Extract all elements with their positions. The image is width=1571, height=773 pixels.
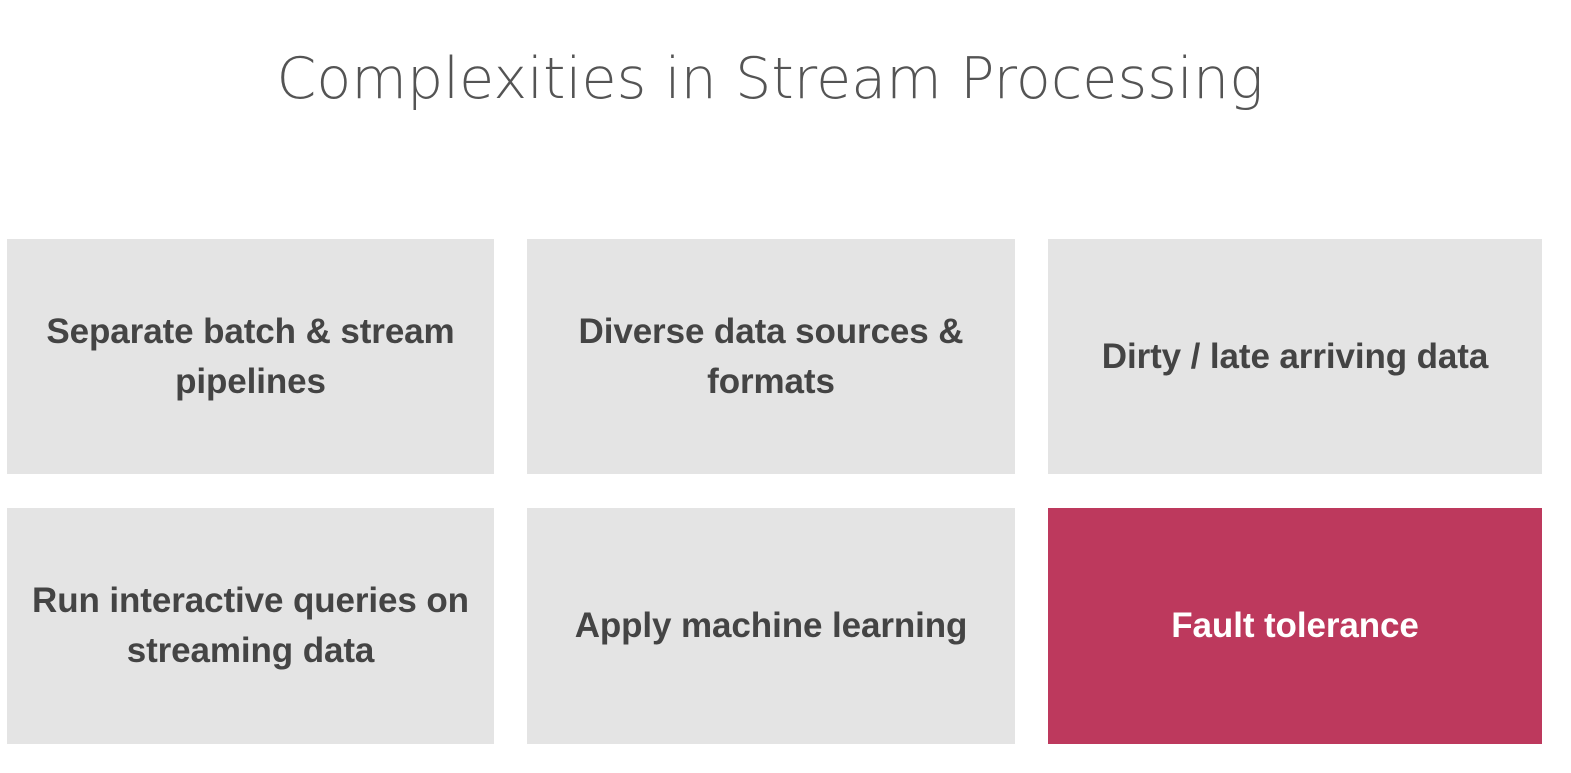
grid-cell-label: Run interactive queries on streaming dat… — [32, 581, 469, 670]
grid-cell-label: Dirty / late arriving data — [1101, 336, 1489, 376]
grid-cell-separate-batch-stream-pipelines[interactable]: Separate batch & stream pipelines — [7, 239, 494, 474]
grid-cell-label: Separate batch & stream pipelines — [46, 311, 455, 401]
grid-cell-apply-machine-learning[interactable]: Apply machine learning — [527, 508, 1015, 744]
grid-cell-dirty-late-arriving-data[interactable]: Dirty / late arriving data — [1048, 239, 1542, 474]
complexity-grid: Separate batch & stream pipelines Divers… — [7, 239, 1542, 744]
grid-cell-label: Fault tolerance — [1171, 606, 1419, 646]
grid-cell-run-interactive-queries-streaming-data[interactable]: Run interactive queries on streaming dat… — [7, 508, 494, 744]
grid-cell-label: Apply machine learning — [574, 606, 968, 646]
grid-cell-fault-tolerance[interactable]: Fault tolerance — [1048, 508, 1542, 744]
grid-cell-diverse-data-sources-formats[interactable]: Diverse data sources & formats — [527, 239, 1015, 474]
page-title: Complexities in Stream Processing — [276, 46, 1264, 113]
grid-cell-label: Diverse data sources & formats — [578, 311, 964, 401]
